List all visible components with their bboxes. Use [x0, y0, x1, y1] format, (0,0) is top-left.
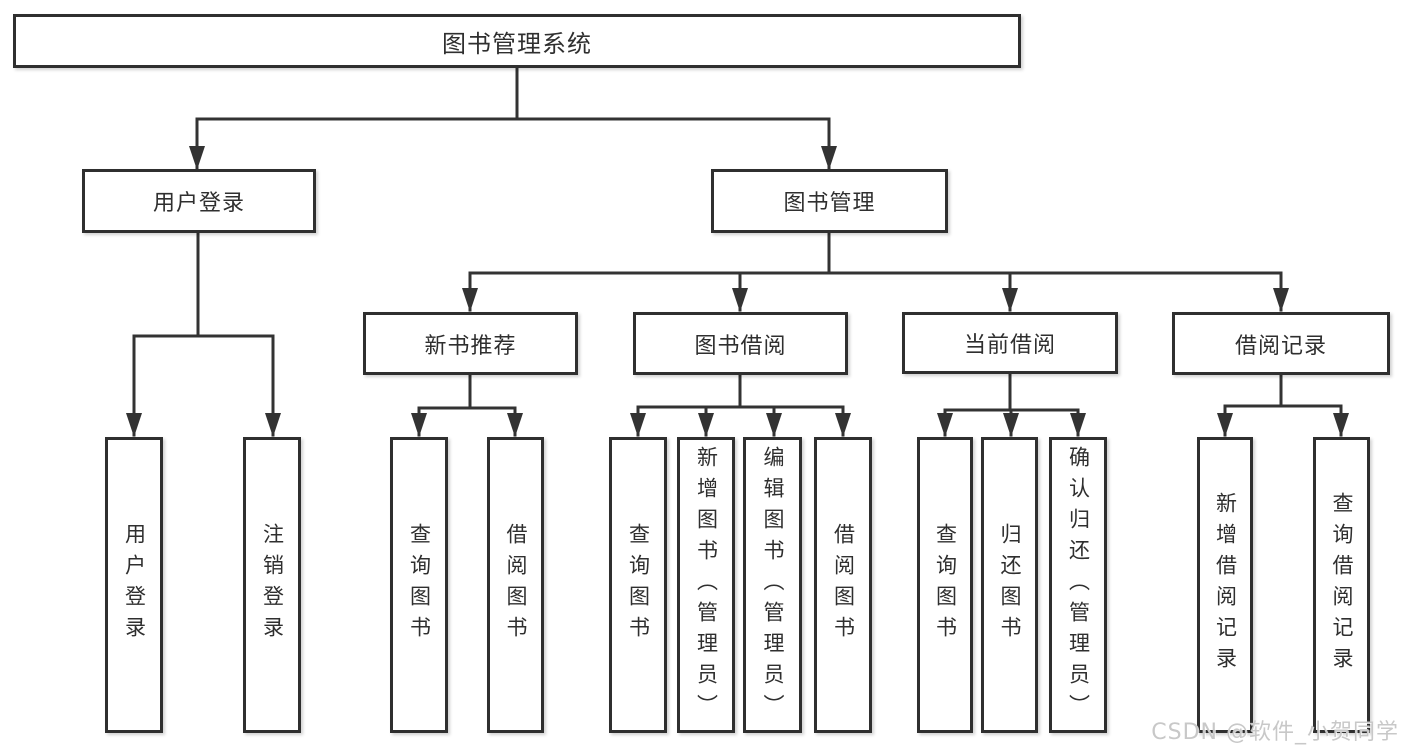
leaf-borrow-query: 查询图书	[609, 437, 667, 733]
leaf-borrow-edit: 编辑图书（管理员）	[743, 437, 802, 733]
node-current-borrow: 当前借阅	[902, 312, 1118, 374]
leaf-borrow-add: 新增图书（管理员）	[677, 437, 735, 733]
leaf-newbooks-query: 查询图书	[390, 437, 448, 733]
node-new-books: 新书推荐	[363, 312, 578, 375]
node-borrow-records: 借阅记录	[1172, 312, 1390, 375]
leaf-records-add: 新增借阅记录	[1197, 437, 1253, 733]
leaf-current-return: 归还图书	[981, 437, 1038, 733]
leaf-newbooks-borrow: 借阅图书	[487, 437, 544, 733]
node-user-login: 用户登录	[82, 169, 316, 233]
leaf-user-login: 用户登录	[105, 437, 163, 733]
leaf-records-query: 查询借阅记录	[1313, 437, 1370, 733]
leaf-current-confirm: 确认归还（管理员）	[1049, 437, 1107, 733]
csdn-watermark: CSDN @软件_小贺同学	[1151, 720, 1399, 745]
leaf-borrow-borrow: 借阅图书	[814, 437, 872, 733]
node-book-borrow: 图书借阅	[633, 312, 848, 375]
leaf-logout: 注销登录	[243, 437, 301, 733]
node-root: 图书管理系统	[13, 14, 1021, 68]
leaf-current-query: 查询图书	[917, 437, 973, 733]
node-book-management: 图书管理	[711, 169, 948, 233]
